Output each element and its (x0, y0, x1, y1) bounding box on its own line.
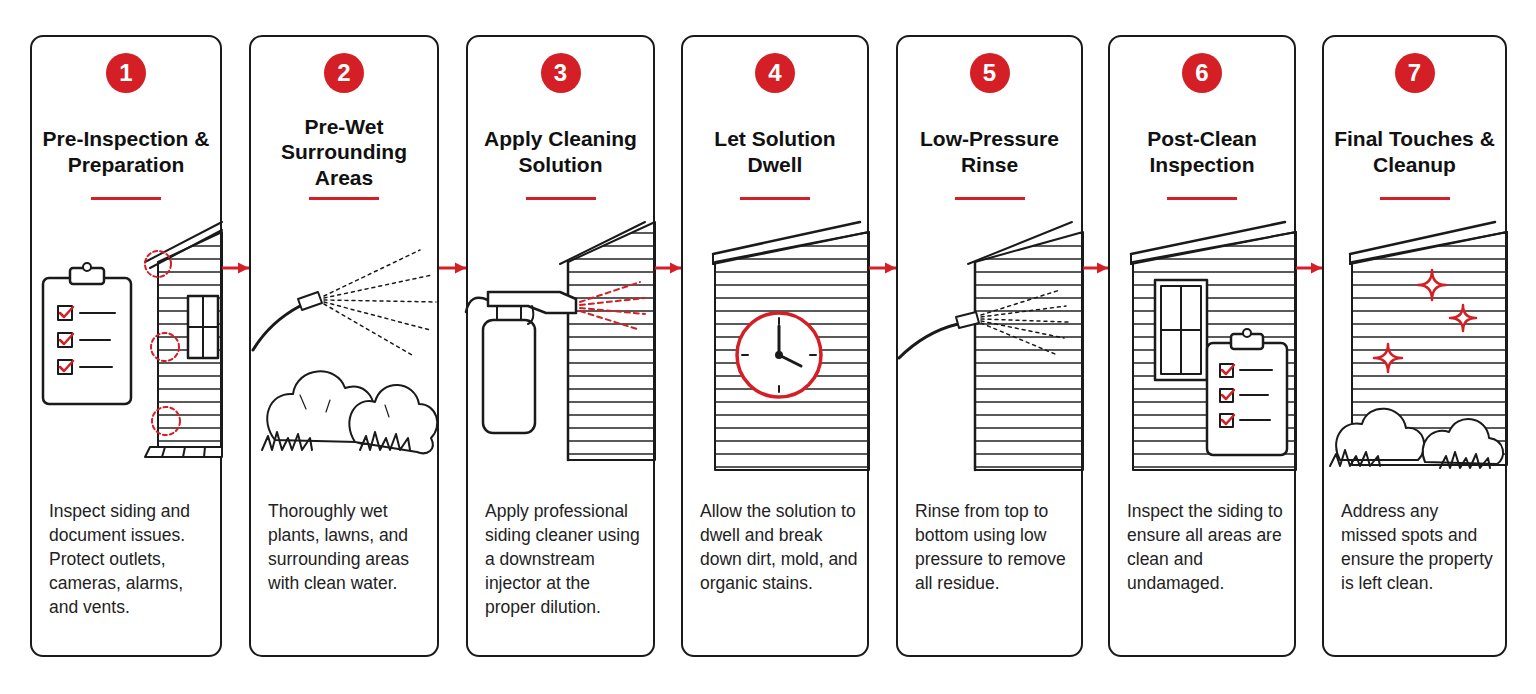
title-area: Let Solution Dwell (689, 107, 861, 197)
step-number: 1 (119, 59, 132, 87)
step-number-circle: 3 (541, 53, 581, 93)
step-description: Allow the solution to dwell and break do… (700, 500, 859, 596)
flow-arrow (1083, 267, 1108, 270)
step-panel: Pre-Inspection & PreparationInspect sidi… (30, 35, 222, 657)
step-number-circle: 4 (755, 53, 795, 93)
step-description: Thoroughly wet plants, lawns, and surrou… (268, 500, 429, 596)
step-description: Inspect siding and document issues. Prot… (49, 500, 212, 620)
title-underline (1167, 197, 1237, 200)
step-title: Pre-Wet Surrounding Areas (257, 114, 431, 191)
step-title: Apply Cleaning Solution (474, 126, 647, 177)
step-panel: Low-Pressure RinseRinse from top to bott… (896, 35, 1083, 657)
step-title: Final Touches & Cleanup (1330, 126, 1499, 177)
step-description: Inspect the siding to ensure all areas a… (1127, 500, 1286, 596)
title-underline (309, 197, 379, 200)
step-title: Post-Clean Inspection (1116, 126, 1288, 177)
title-area: Low-Pressure Rinse (904, 107, 1075, 197)
step-panel: Let Solution DwellAllow the solution to … (681, 35, 869, 657)
step-number-circle: 7 (1395, 53, 1435, 93)
step-panel: Apply Cleaning SolutionApply professiona… (466, 35, 655, 657)
flow-arrow (222, 267, 249, 270)
title-underline (740, 197, 810, 200)
step-number-circle: 2 (324, 53, 364, 93)
step-title: Let Solution Dwell (689, 126, 861, 177)
title-area: Final Touches & Cleanup (1330, 107, 1499, 197)
step-title: Low-Pressure Rinse (904, 126, 1075, 177)
title-underline (91, 197, 161, 200)
flow-arrow (655, 267, 681, 270)
step-number: 5 (983, 59, 996, 87)
title-area: Pre-Wet Surrounding Areas (257, 107, 431, 197)
step-number-circle: 1 (106, 53, 146, 93)
flow-arrow (869, 267, 896, 270)
step-description: Apply professional siding cleaner using … (485, 500, 645, 620)
step-number: 6 (1195, 59, 1208, 87)
title-underline (955, 197, 1025, 200)
title-area: Pre-Inspection & Preparation (38, 107, 214, 197)
step-panel: Post-Clean InspectionInspect the siding … (1108, 35, 1296, 657)
step-title: Pre-Inspection & Preparation (38, 126, 214, 177)
step-number-circle: 6 (1182, 53, 1222, 93)
flow-arrow (439, 267, 466, 270)
flow-arrow (1296, 267, 1322, 270)
step-description: Address any missed spots and ensure the … (1341, 500, 1497, 596)
step-panel: Pre-Wet Surrounding AreasThoroughly wet … (249, 35, 439, 657)
title-underline (1380, 197, 1450, 200)
title-area: Post-Clean Inspection (1116, 107, 1288, 197)
step-description: Rinse from top to bottom using low press… (915, 500, 1073, 596)
step-panel: Final Touches & CleanupAddress any misse… (1322, 35, 1507, 657)
step-number: 3 (554, 59, 567, 87)
title-underline (526, 197, 596, 200)
title-area: Apply Cleaning Solution (474, 107, 647, 197)
step-number: 2 (337, 59, 350, 87)
step-number: 7 (1408, 59, 1421, 87)
step-number: 4 (768, 59, 781, 87)
step-number-circle: 5 (970, 53, 1010, 93)
